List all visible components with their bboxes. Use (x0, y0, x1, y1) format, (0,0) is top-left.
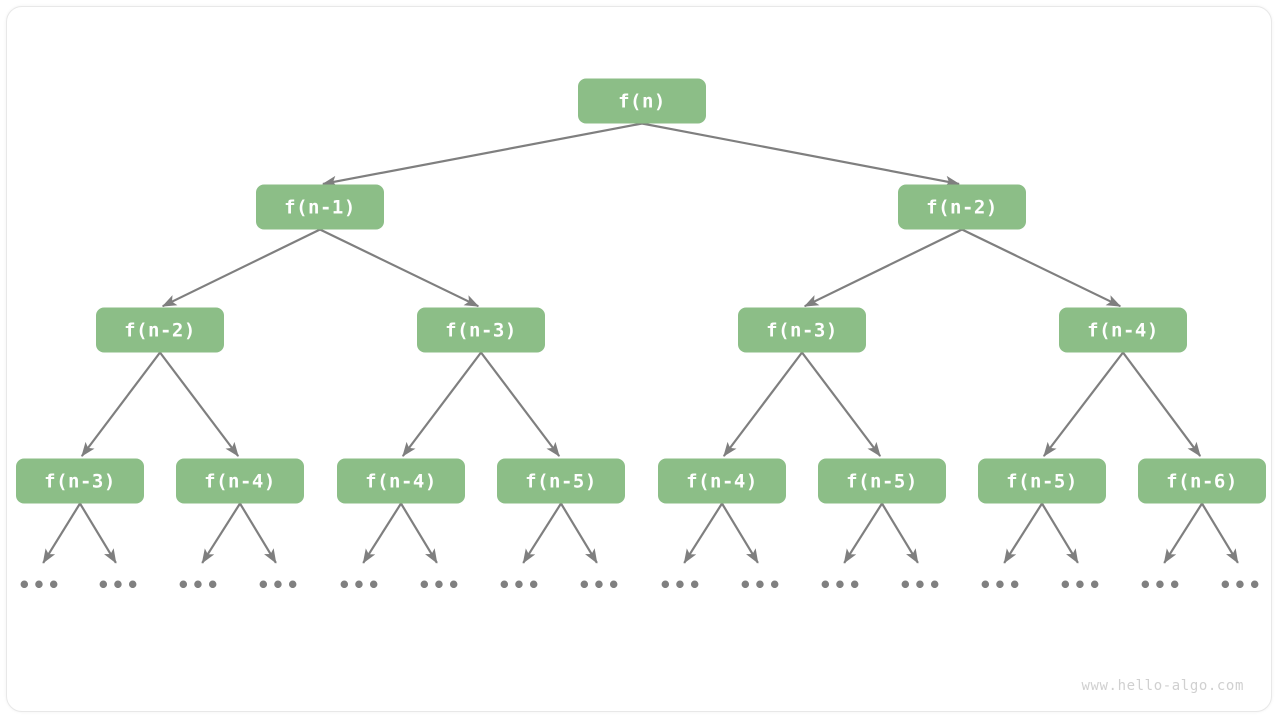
leaf-ellipsis: ••• (257, 573, 301, 597)
tree-edge (722, 351, 803, 457)
leaf-ellipses-layer: ••• ••• ••• ••• ••• ••• ••• ••• ••• ••• ••• ••• ••• •… (18, 573, 1263, 597)
tree-node-label: f(n-3) (445, 320, 517, 342)
tree-edge (161, 228, 321, 308)
tree-node[interactable]: f(n-5) (497, 458, 625, 504)
tree-node-label: f(n-1) (284, 197, 356, 219)
tree-node-box (898, 184, 1026, 230)
tree-edge (80, 351, 161, 457)
tree-node-label: f(n-3) (766, 320, 838, 342)
tree-node[interactable]: f(n-2) (96, 307, 224, 353)
tree-node[interactable]: f(n-4) (337, 458, 465, 504)
tree-node-label: f(n) (618, 91, 666, 113)
tree-edge (1122, 351, 1202, 457)
tree-node-box (738, 307, 866, 353)
tree-node[interactable]: f(n-5) (818, 458, 946, 504)
leaf-ellipsis: ••• (979, 573, 1023, 597)
tree-node-box (176, 458, 304, 504)
leaf-ellipsis: ••• (498, 573, 542, 597)
tree-node-label: f(n-4) (204, 471, 276, 493)
tree-edge (721, 502, 759, 564)
edges-layer (42, 122, 1239, 564)
tree-node-box (96, 307, 224, 353)
tree-edge (522, 502, 562, 564)
tree-edge (881, 502, 919, 564)
tree-edge (1163, 502, 1203, 564)
leaf-ellipsis: ••• (338, 573, 382, 597)
tree-edge (843, 502, 883, 564)
tree-node-label: f(n-5) (525, 471, 597, 493)
leaf-ellipsis: ••• (1219, 573, 1263, 597)
tree-edge (1201, 502, 1239, 564)
tree-edge (239, 502, 277, 564)
tree-node[interactable]: f(n-3) (16, 458, 144, 504)
tree-edge (400, 502, 438, 564)
leaf-ellipsis: ••• (578, 573, 622, 597)
tree-edge (201, 502, 241, 564)
tree-edge (319, 228, 480, 308)
tree-node-label: f(n-5) (1006, 471, 1078, 493)
watermark-label: www.hello-algo.com (1081, 678, 1244, 694)
tree-edge (801, 351, 882, 457)
tree-node-box (578, 78, 706, 124)
tree-node[interactable]: f(n-4) (176, 458, 304, 504)
tree-node-box (1059, 307, 1187, 353)
tree-node-box (337, 458, 465, 504)
tree-edge (79, 502, 117, 564)
tree-node-box (658, 458, 786, 504)
tree-edge (1042, 351, 1124, 457)
tree-node-box (417, 307, 545, 353)
tree-edge (322, 122, 643, 187)
tree-node-label: f(n-2) (124, 320, 196, 342)
tree-node[interactable]: f(n-5) (978, 458, 1106, 504)
tree-edge (480, 351, 561, 457)
tree-node-label: f(n-3) (44, 471, 116, 493)
tree-node[interactable]: f(n-6) (1138, 458, 1266, 504)
leaf-ellipsis: ••• (1139, 573, 1183, 597)
leaf-ellipsis: ••• (819, 573, 863, 597)
tree-edge (401, 351, 482, 457)
tree-edge (42, 502, 81, 564)
tree-node-box (1138, 458, 1266, 504)
tree-node-box (256, 184, 384, 230)
leaf-ellipsis: ••• (177, 573, 221, 597)
tree-node-box (818, 458, 946, 504)
tree-edge (1041, 502, 1079, 564)
leaf-ellipsis: ••• (97, 573, 141, 597)
tree-node[interactable]: f(n-3) (738, 307, 866, 353)
leaf-ellipsis: ••• (1059, 573, 1103, 597)
leaf-ellipsis: ••• (659, 573, 703, 597)
tree-node-label: f(n-6) (1166, 471, 1238, 493)
tree-node-label: f(n-4) (1087, 320, 1159, 342)
tree-edge (159, 351, 240, 457)
leaf-ellipsis: ••• (739, 573, 783, 597)
leaf-ellipsis: ••• (18, 573, 62, 597)
tree-edge (1003, 502, 1043, 564)
tree-edge (803, 228, 963, 308)
tree-node-box (978, 458, 1106, 504)
nodes-layer: f(n) f(n-1) f(n-2) f(n-2) f(n-3) f(n-3) f(n-4)… (16, 78, 1266, 504)
tree-node[interactable]: f(n-2) (898, 184, 1026, 230)
tree-node-label: f(n-4) (365, 471, 437, 493)
tree-node-box (16, 458, 144, 504)
leaf-ellipsis: ••• (899, 573, 943, 597)
leaf-ellipsis: ••• (418, 573, 462, 597)
tree-node-box (497, 458, 625, 504)
tree-node[interactable]: f(n-4) (658, 458, 786, 504)
tree-node-label: f(n-5) (846, 471, 918, 493)
tree-node[interactable]: f(n-3) (417, 307, 545, 353)
tree-edge (683, 502, 723, 564)
tree-edge (961, 228, 1122, 308)
tree-node[interactable]: f(n) (578, 78, 706, 124)
tree-node[interactable]: f(n-4) (1059, 307, 1187, 353)
tree-node-label: f(n-2) (926, 197, 998, 219)
tree-edge (560, 502, 598, 564)
tree-edge (362, 502, 402, 564)
tree-node-label: f(n-4) (686, 471, 758, 493)
tree-node[interactable]: f(n-1) (256, 184, 384, 230)
tree-edge (641, 122, 960, 187)
